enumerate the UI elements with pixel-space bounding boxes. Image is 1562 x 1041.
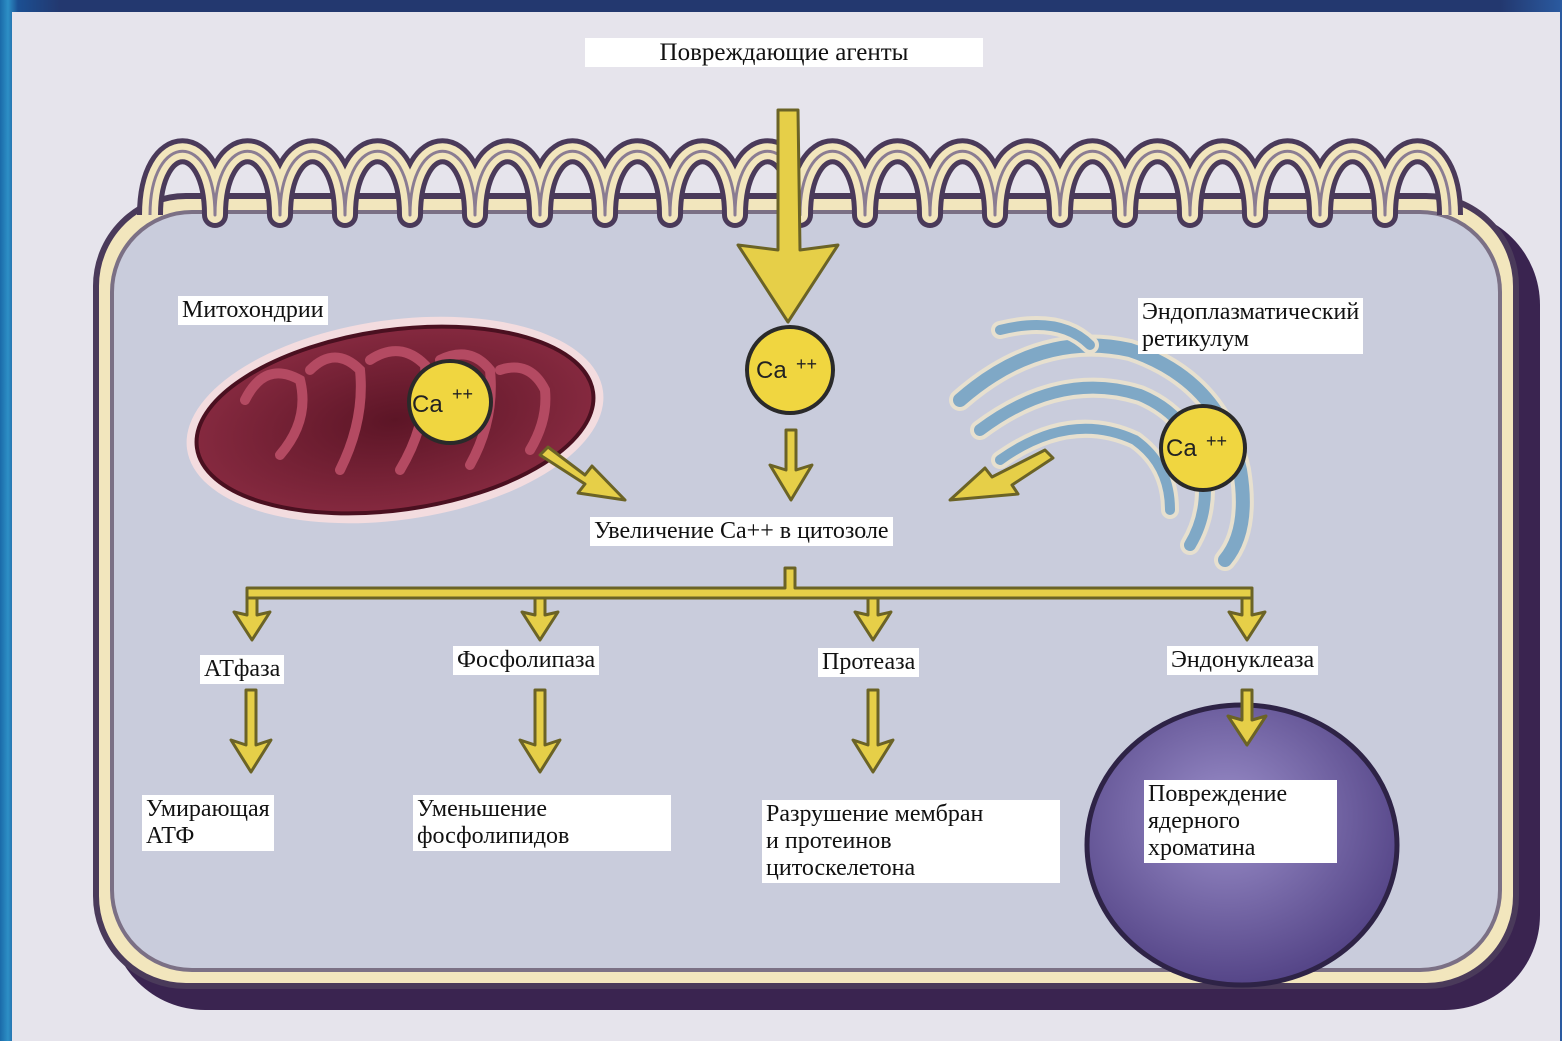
ca-ion-text: Ca [412,391,443,418]
label-phospholipid-decrease: Уменьшение фосфолипидов [413,795,671,851]
ca-ion-text: Ca [1166,435,1197,462]
ca-ion-er: Ca ++ [1161,406,1245,490]
label-chromatin-damage: Повреждение ядерного хроматина [1144,780,1337,863]
label-protease: Протеаза [818,648,919,677]
label-atpase: АТфаза [200,655,284,684]
label-phospholipase: Фосфолипаза [453,646,599,675]
ca-ion-entry: Ca ++ [747,327,833,413]
label-damaging-agents: Повреждающие агенты [585,38,983,67]
ca-ion-charge: ++ [452,384,473,404]
label-membrane-destruction: Разрушение мембран и протеинов цитоскеле… [762,800,1060,883]
ca-ion-charge: ++ [1206,431,1227,451]
label-cytosol-ca-increase: Увеличение Са++ в цитозоле [590,517,893,546]
ca-ion-mitochondria: Ca ++ [409,361,491,443]
label-endoplasmic-reticulum: Эндоплазматический ретикулум [1138,298,1363,354]
label-dying-atp: Умирающая АТФ [142,795,274,851]
label-mitochondria: Митохондрии [178,296,328,325]
ca-ion-charge: ++ [796,354,817,374]
ca-ion-text: Ca [756,357,787,384]
label-endonuclease: Эндонуклеаза [1167,646,1318,675]
